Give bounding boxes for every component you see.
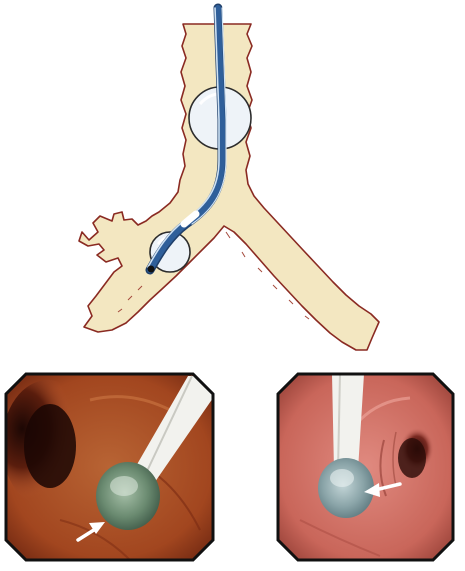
endoscopic-view-right	[278, 374, 453, 560]
airway-diagram	[79, 8, 379, 350]
bronchial-balloon-view	[318, 458, 374, 518]
bronchial-balloon-view	[96, 462, 160, 530]
endoscopic-view-left	[2, 374, 213, 560]
trachea-and-bronchi	[79, 24, 379, 350]
